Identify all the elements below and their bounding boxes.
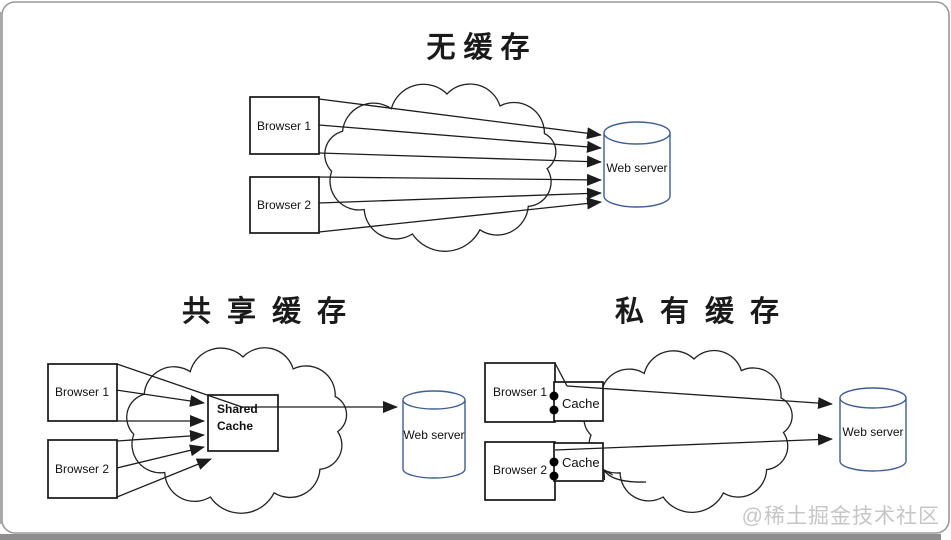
- request-line: [318, 173, 602, 186]
- request-line: [116, 429, 205, 442]
- cylinder-top: [839, 387, 907, 409]
- request-line: [318, 152, 602, 168]
- browser1-label: Browser 1: [493, 385, 547, 399]
- cache1-port-dot: [549, 405, 559, 415]
- section-title: 私有缓存: [615, 295, 795, 328]
- browser1-box: [249, 96, 320, 155]
- cache2-to-server-line: [554, 433, 833, 451]
- web-server-cylinder: [402, 390, 466, 479]
- connection-line: [554, 362, 568, 387]
- request-line: [318, 187, 602, 204]
- browser2-label: Browser 2: [493, 463, 547, 477]
- cache2-port-dot: [549, 457, 559, 467]
- request-line: [116, 458, 212, 498]
- request-line: [318, 124, 602, 153]
- cylinder-body: [603, 133, 671, 208]
- browser2-label: Browser 2: [257, 198, 311, 212]
- web-server-label: Web server: [403, 428, 464, 442]
- section-no-cache: 无缓存 Browser 1 Browser 2 Web server: [249, 31, 671, 252]
- cylinder-top: [402, 390, 466, 410]
- request-line: [115, 389, 205, 407]
- browser2-label: Browser 2: [55, 462, 109, 476]
- internet-cloud: [324, 83, 557, 252]
- bottom-edge-strip: [0, 534, 941, 540]
- request-line: [116, 444, 205, 469]
- return-hook-arrow: [604, 470, 647, 483]
- cache2-label: Cache: [562, 455, 600, 470]
- web-server-cylinder: [603, 121, 671, 208]
- cylinder-body: [839, 398, 907, 472]
- cylinder-top: [603, 121, 671, 145]
- browser1-label: Browser 1: [55, 385, 109, 399]
- web-server-label: Web server: [842, 425, 903, 439]
- section-private-cache: 私有缓存 Browser 1 Cache Browser 2 Cache Web…: [484, 295, 907, 513]
- section-shared-cache: 共享缓存 Browser 1 Browser 2 Shared Cache We…: [47, 294, 466, 514]
- browser1-box: [484, 362, 556, 423]
- browser1-label: Browser 1: [257, 119, 311, 133]
- browser2-box: [47, 439, 118, 499]
- browser2-box: [484, 441, 556, 501]
- connection-line: [116, 363, 243, 408]
- shared-cache-box: [207, 394, 279, 452]
- request-line: [318, 197, 602, 233]
- shared-cache-label-line2: Cache: [217, 419, 253, 433]
- browser2-box: [249, 176, 320, 234]
- cache1-to-server-line: [566, 385, 833, 410]
- browser1-box: [47, 363, 118, 422]
- watermark: @稀土掘金技术社区: [742, 505, 940, 528]
- cache2-port-dot: [549, 471, 559, 481]
- web-server-cylinder: [839, 387, 907, 472]
- shared-cache-label-line1: Shared: [217, 402, 258, 416]
- cache1-label: Cache: [562, 396, 600, 411]
- web-server-label: Web server: [606, 161, 667, 175]
- request-line: [318, 98, 602, 140]
- cylinder-body: [402, 400, 466, 479]
- cache1-port-dot: [549, 391, 559, 401]
- section-title: 无缓存: [426, 31, 537, 64]
- section-title: 共享缓存: [182, 294, 362, 328]
- left-edge-strip: [0, 12, 2, 524]
